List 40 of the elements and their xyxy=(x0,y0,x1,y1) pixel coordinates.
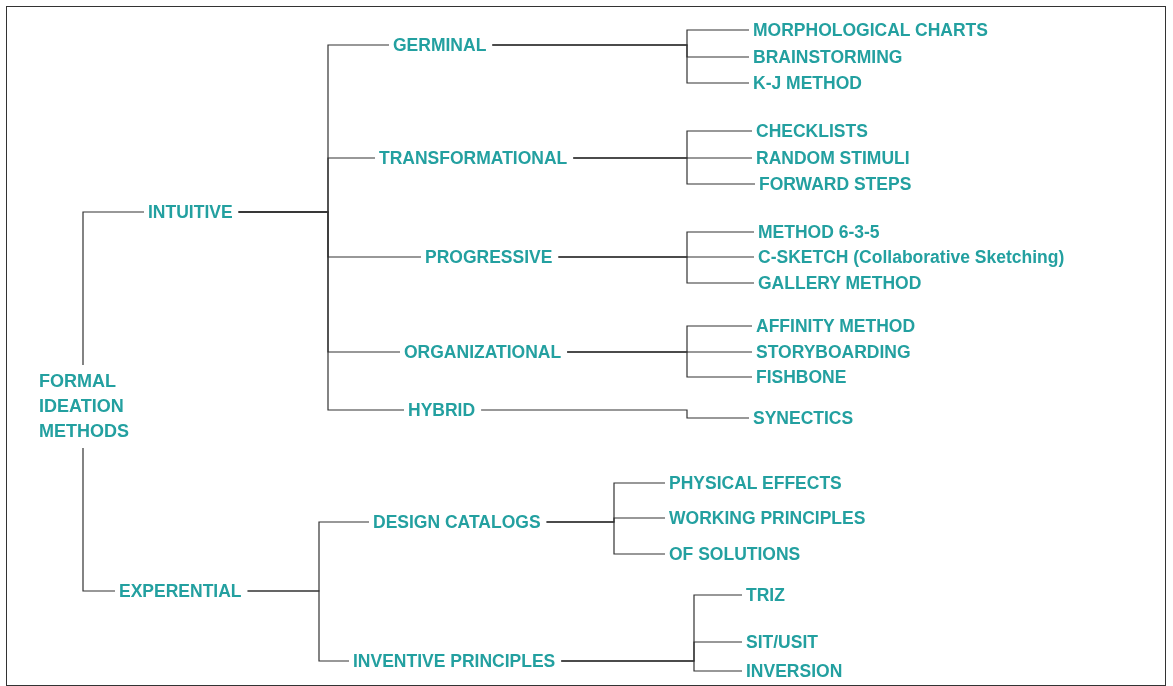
node-label: CHECKLISTS xyxy=(756,120,868,142)
node-label: C-SKETCH (Collaborative Sketching) xyxy=(758,246,1065,268)
connector-line xyxy=(560,660,743,672)
node-label: K-J METHOD xyxy=(753,72,862,94)
node-label: TRIZ xyxy=(746,584,785,606)
node-label: EXPERENTIAL xyxy=(119,580,242,602)
node-label: BRAINSTORMING xyxy=(753,46,903,68)
node-label: GERMINAL xyxy=(393,34,487,56)
node-label: INTUITIVE xyxy=(148,201,233,223)
node-label: HYBRID xyxy=(408,399,476,421)
connector-line xyxy=(545,521,666,555)
connector-line xyxy=(491,44,750,84)
node-label: PROGRESSIVE xyxy=(425,246,553,268)
connector-line xyxy=(82,447,116,592)
node-label: ORGANIZATIONAL xyxy=(404,341,562,363)
node-label: FISHBONE xyxy=(756,366,847,388)
node-label: GALLERY METHOD xyxy=(758,272,922,294)
connector-line xyxy=(82,211,145,366)
node-label: SIT/USIT xyxy=(746,631,818,653)
node-label: STORYBOARDING xyxy=(756,341,911,363)
node-label: FORWARD STEPS xyxy=(759,173,912,195)
connector-line xyxy=(572,157,756,185)
connector-line xyxy=(566,351,753,378)
connector-line xyxy=(238,211,405,411)
node-label: METHOD 6-3-5 xyxy=(758,221,880,243)
node-label: FORMAL IDEATION METHODS xyxy=(39,369,144,444)
node-label: SYNECTICS xyxy=(753,407,854,429)
connector-line xyxy=(557,256,755,284)
connector-line xyxy=(246,590,350,662)
node-label: PHYSICAL EFFECTS xyxy=(669,472,842,494)
node-label: INVERSION xyxy=(746,660,843,682)
node-label: DESIGN CATALOGS xyxy=(373,511,541,533)
node-label: RANDOM STIMULI xyxy=(756,147,910,169)
node-label: AFFINITY METHOD xyxy=(756,315,916,337)
node-label: OF SOLUTIONS xyxy=(669,543,801,565)
node-label: INVENTIVE PRINCIPLES xyxy=(353,650,556,672)
node-label: WORKING PRINCIPLES xyxy=(669,507,866,529)
node-label: TRANSFORMATIONAL xyxy=(379,147,568,169)
connector-line xyxy=(480,409,750,419)
node-label: MORPHOLOGICAL CHARTS xyxy=(753,19,988,41)
